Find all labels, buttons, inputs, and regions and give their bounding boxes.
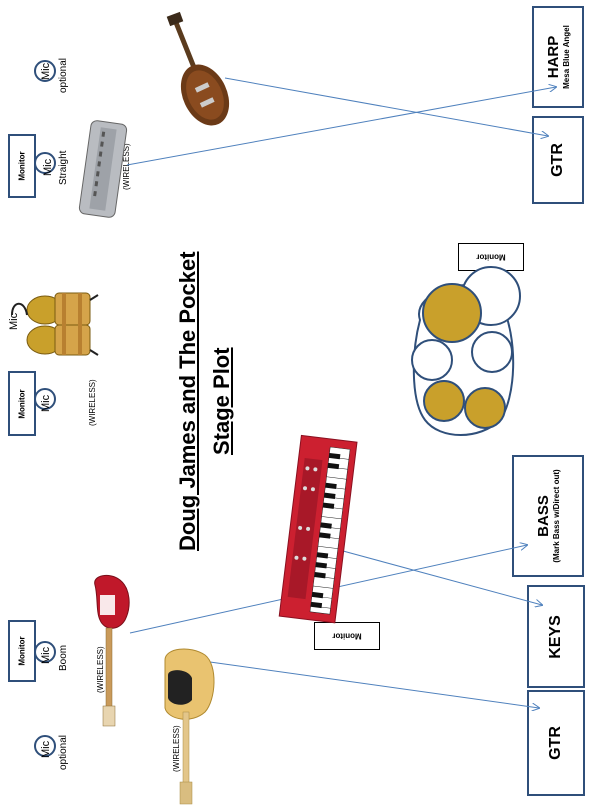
signal-arrow-guitar-top bbox=[225, 78, 548, 136]
harmonica-icon bbox=[79, 120, 128, 218]
drum-kit-icon bbox=[412, 267, 520, 435]
electric-guitar-icon bbox=[167, 12, 239, 133]
signal-arrow-keys bbox=[332, 548, 542, 605]
congas-icon bbox=[12, 293, 98, 355]
telecaster-guitar-icon bbox=[165, 649, 214, 804]
keyboard-icon bbox=[279, 435, 357, 622]
bass-guitar-icon bbox=[95, 575, 129, 726]
signal-arrow-guitar-bottom bbox=[210, 662, 539, 708]
